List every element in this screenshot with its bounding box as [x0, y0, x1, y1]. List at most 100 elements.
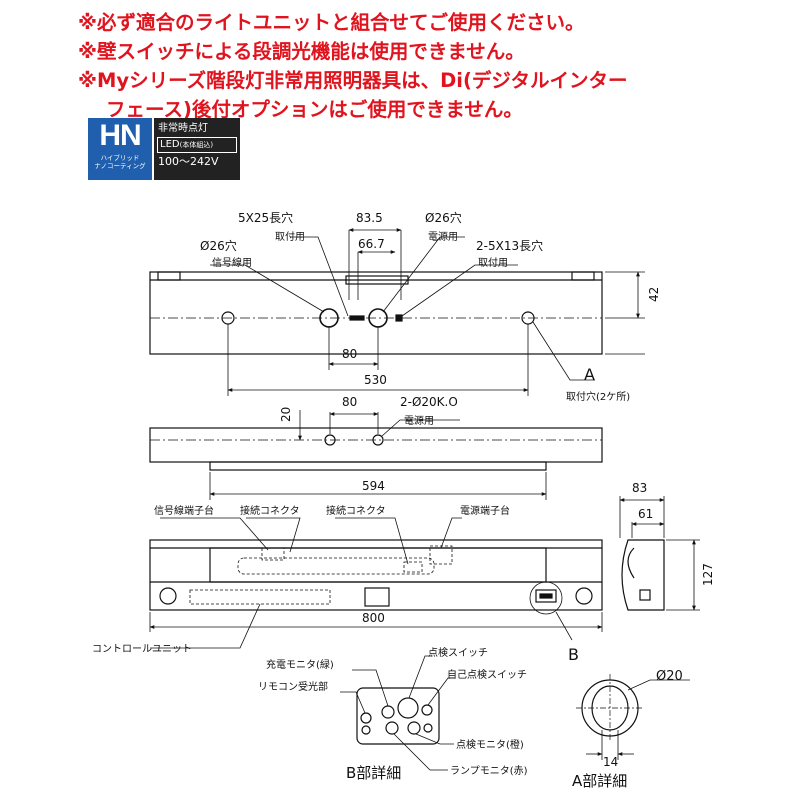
label-hole26-sub: 電源用	[428, 230, 458, 243]
label-slots13: 2-5X13長穴	[476, 238, 543, 253]
front-view-lens	[209, 547, 547, 583]
label-d20-side: 20	[279, 407, 293, 422]
check-monitor-icon	[407, 721, 421, 735]
side-view-ko-2	[372, 434, 384, 446]
hn-logo-text: HN	[99, 119, 141, 152]
front-view-b-panel	[535, 589, 557, 603]
label-a20: Ø20	[656, 669, 683, 684]
leader-ko	[381, 419, 460, 437]
top-view-tab-left	[157, 271, 181, 281]
label-check-monitor: 点検モニタ(橙)	[456, 738, 524, 751]
label-connector-1: 接続コネクタ	[240, 504, 300, 517]
leader-control-unit	[150, 603, 261, 649]
label-hole26: Ø26穴	[425, 210, 462, 225]
spec-badge: 非常時点灯 LED(本体組込) 100〜242V	[154, 118, 240, 180]
label-connector-2: 接続コネクタ	[326, 504, 386, 517]
leader-lamp-monitor	[393, 733, 448, 771]
label-d530: 530	[364, 373, 387, 387]
label-check-switch: 点検スイッチ	[428, 646, 488, 659]
leader-slot25	[290, 236, 349, 317]
label-d14: 14	[603, 755, 618, 769]
top-view-body	[149, 271, 603, 355]
label-d127: 127	[701, 563, 715, 586]
detail-b	[340, 655, 455, 771]
label-ko: 2-Ø20K.O	[400, 395, 458, 409]
end-view-foot	[639, 589, 651, 601]
label-power-terminal: 電源端子台	[460, 504, 510, 517]
detail-b-led-right	[423, 723, 433, 733]
label-a-sub: 取付穴(2ケ所)	[566, 390, 630, 403]
label-d594: 594	[362, 479, 385, 493]
label-d667: 66.7	[358, 237, 385, 251]
remote-receiver-icon	[360, 712, 372, 724]
notes-block: ※必ず適合のライトユニットと組合せてご使用ください。 ※壁スイッチによる段調光機…	[78, 8, 793, 124]
note-1: ※必ず適合のライトユニットと組合せてご使用ください。	[78, 11, 585, 34]
leader-remote	[340, 691, 366, 714]
end-view	[619, 496, 700, 611]
side-view-ko-1	[324, 434, 336, 446]
label-charge-monitor: 充電モニタ(緑)	[266, 658, 334, 671]
label-a: A	[584, 365, 595, 384]
leader-self-check	[427, 677, 455, 706]
front-view-body	[149, 539, 603, 611]
label-d80-side: 80	[342, 395, 357, 409]
signal-terminal-block	[261, 547, 285, 561]
label-ko-sub: 電源用	[404, 414, 434, 427]
label-d61: 61	[638, 507, 653, 521]
label-d83: 83	[632, 481, 647, 495]
leader-charge-monitor	[352, 669, 389, 707]
label-slots13-sub: 取付用	[478, 256, 508, 269]
leader-signal-terminal	[160, 517, 269, 551]
spec-emergency: 非常時点灯	[158, 123, 208, 134]
control-unit-outline	[189, 589, 331, 605]
top-view-slot-25	[349, 315, 365, 321]
charge-monitor-icon	[381, 705, 395, 719]
leader-connector-1	[246, 517, 301, 553]
internal-wiring	[237, 557, 435, 575]
charge-monitor-led	[361, 725, 371, 735]
hn-logo-sub2: ナノコーティング	[94, 162, 146, 170]
label-d800: 800	[362, 611, 385, 625]
side-view	[149, 410, 603, 500]
lamp-monitor-icon	[385, 721, 399, 735]
label-lamp-monitor: ランプモニタ(赤)	[450, 765, 528, 777]
detail-b-panel	[356, 687, 440, 745]
leader-slot13	[401, 264, 518, 317]
label-slot25-sub: 取付用	[275, 230, 305, 243]
label-d835: 83.5	[356, 211, 383, 225]
leader-a20	[627, 679, 690, 691]
front-view-b-marks	[539, 593, 553, 599]
leader-hole-signal	[210, 264, 325, 313]
spec-led-box: LED(本体組込)	[157, 137, 237, 153]
hn-logo-sub1: ハイブリッド	[100, 154, 140, 162]
leader-b	[555, 611, 573, 641]
note-2: ※壁スイッチによる段調光機能は使用できません。	[78, 40, 525, 63]
end-view-curve	[627, 547, 635, 579]
leader-power-terminal	[440, 517, 462, 549]
top-view	[149, 228, 645, 396]
top-view-slot-13	[395, 314, 403, 322]
label-hole26b-sub: 信号線用	[212, 256, 252, 269]
leader-a	[532, 321, 595, 381]
label-detail-a: A部詳細	[572, 772, 627, 790]
detail-a	[576, 674, 690, 760]
front-view-end-left	[159, 587, 177, 605]
label-d80: 80	[342, 347, 357, 361]
top-view-tab-right	[571, 271, 595, 281]
spec-led: LED	[160, 139, 180, 150]
self-check-switch-icon	[421, 704, 433, 716]
leader-hole-power	[382, 236, 465, 313]
spec-voltage: 100〜242V	[158, 155, 219, 168]
leader-check-monitor	[415, 733, 454, 745]
note-4: フェース)後付オプションはご使用できません。	[106, 98, 523, 121]
leader-check-switch	[408, 655, 432, 699]
b-callout-circle	[529, 581, 563, 615]
note-3: ※Myシリーズ階段灯非常用照明器具は、Di(デジタルインター	[78, 69, 628, 92]
label-control-unit: コントロールユニット	[92, 644, 192, 655]
leader-connector-2	[335, 517, 409, 565]
label-signal-terminal: 信号線端子台	[154, 504, 214, 517]
label-slot25: 5X25長穴	[238, 210, 293, 225]
top-view-cover	[345, 275, 409, 285]
connector-block	[403, 561, 423, 573]
